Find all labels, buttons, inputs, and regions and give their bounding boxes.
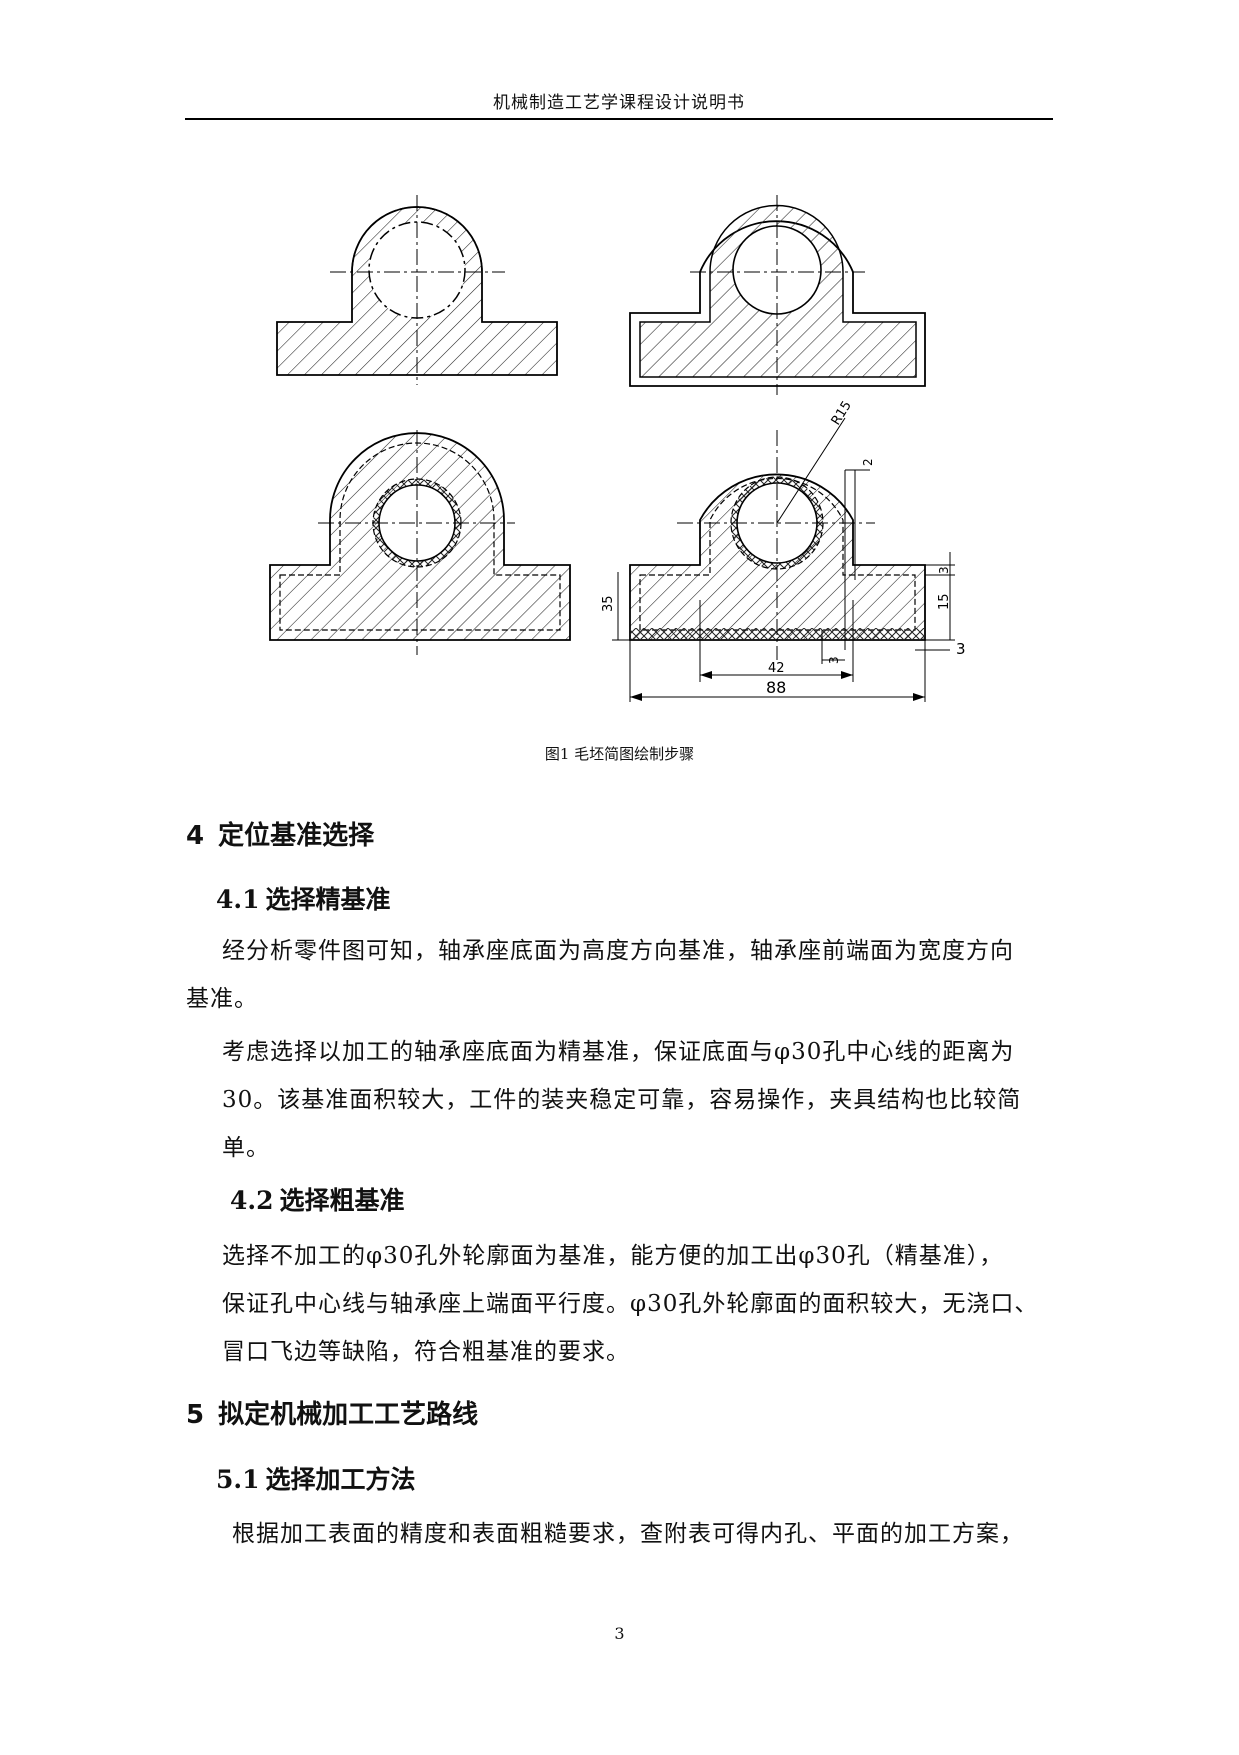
section-title: 拟定机械加工工艺路线 [218,1400,479,1430]
dimension-height-15: 15 [937,593,952,610]
subsection-number: 4.2 [230,1186,274,1215]
dimension-width-42: 42 [768,661,785,676]
subsection-title: 选择粗基准 [279,1186,405,1215]
dimension-height-35: 35 [601,595,616,612]
paragraph-4-1-b: 考虑选择以加工的轴承座底面为精基准，保证底面与φ30孔中心线的距离为 30。该基… [186,1028,1066,1172]
step2-drawing [629,195,926,395]
dimension-r15: R15 [829,398,855,428]
line: 根据加工表面的精度和表面粗糙要求，查附表可得内孔、平面的加工方案， [232,1521,1024,1547]
section-number: 4 [186,821,205,851]
blank-sketch-figure: R15 2 35 15 3 3 3 42 88 [269,195,966,702]
line: 30。该基准面积较大，工件的装夹稳定可靠，容易操作，夹具结构也比较简 [222,1087,1022,1113]
line: 冒口飞边等缺陷，符合粗基准的要求。 [222,1339,630,1365]
dimension-width-88: 88 [766,678,786,697]
line: 经分析零件图可知，轴承座底面为高度方向基准，轴承座前端面为宽度方向 [222,938,1014,964]
paragraph-5-1: 根据加工表面的精度和表面粗糙要求，查附表可得内孔、平面的加工方案， [232,1510,1092,1558]
dimension-allowance-side: 3 [827,656,841,664]
step4-drawing [612,417,955,702]
step1-drawing [276,195,558,385]
subsection-number: 5.1 [216,1465,260,1494]
line: 单。 [222,1135,270,1161]
line: 选择不加工的φ30孔外轮廓面为基准，能方便的加工出φ30孔（精基准）， [222,1243,1004,1269]
paragraph-4-2: 选择不加工的φ30孔外轮廓面为基准，能方便的加工出φ30孔（精基准）， 保证孔中… [222,1232,1092,1376]
subsection-title: 选择加工方法 [265,1465,416,1494]
dimension-allowance-bottom: 3 [956,640,966,658]
section-5-heading: 5 拟定机械加工工艺路线 [186,1394,478,1431]
page-number: 3 [614,1624,625,1643]
section-number: 5 [186,1400,205,1430]
line: 保证孔中心线与轴承座上端面平行度。φ30孔外轮廓面的面积较大，无浇口、 [222,1291,1039,1317]
figure-caption: 图1 毛坯简图绘制步骤 [544,745,695,763]
section-4-heading: 4 定位基准选择 [186,815,374,852]
subsection-number: 4.1 [216,885,260,914]
step3-drawing [269,430,571,655]
paragraph-4-1-a: 经分析零件图可知，轴承座底面为高度方向基准，轴承座前端面为宽度方向 基准。 [186,927,1066,1023]
header-rule [185,118,1053,120]
section-title: 定位基准选择 [218,821,375,851]
dimension-offset-2: 2 [861,458,875,466]
line: 考虑选择以加工的轴承座底面为精基准，保证底面与φ30孔中心线的距离为 [222,1039,1015,1065]
line: 基准。 [186,986,258,1012]
subsection-title: 选择精基准 [265,885,391,914]
dimension-allowance-top: 3 [937,566,951,574]
running-header: 机械制造工艺学课程设计说明书 [493,93,745,113]
